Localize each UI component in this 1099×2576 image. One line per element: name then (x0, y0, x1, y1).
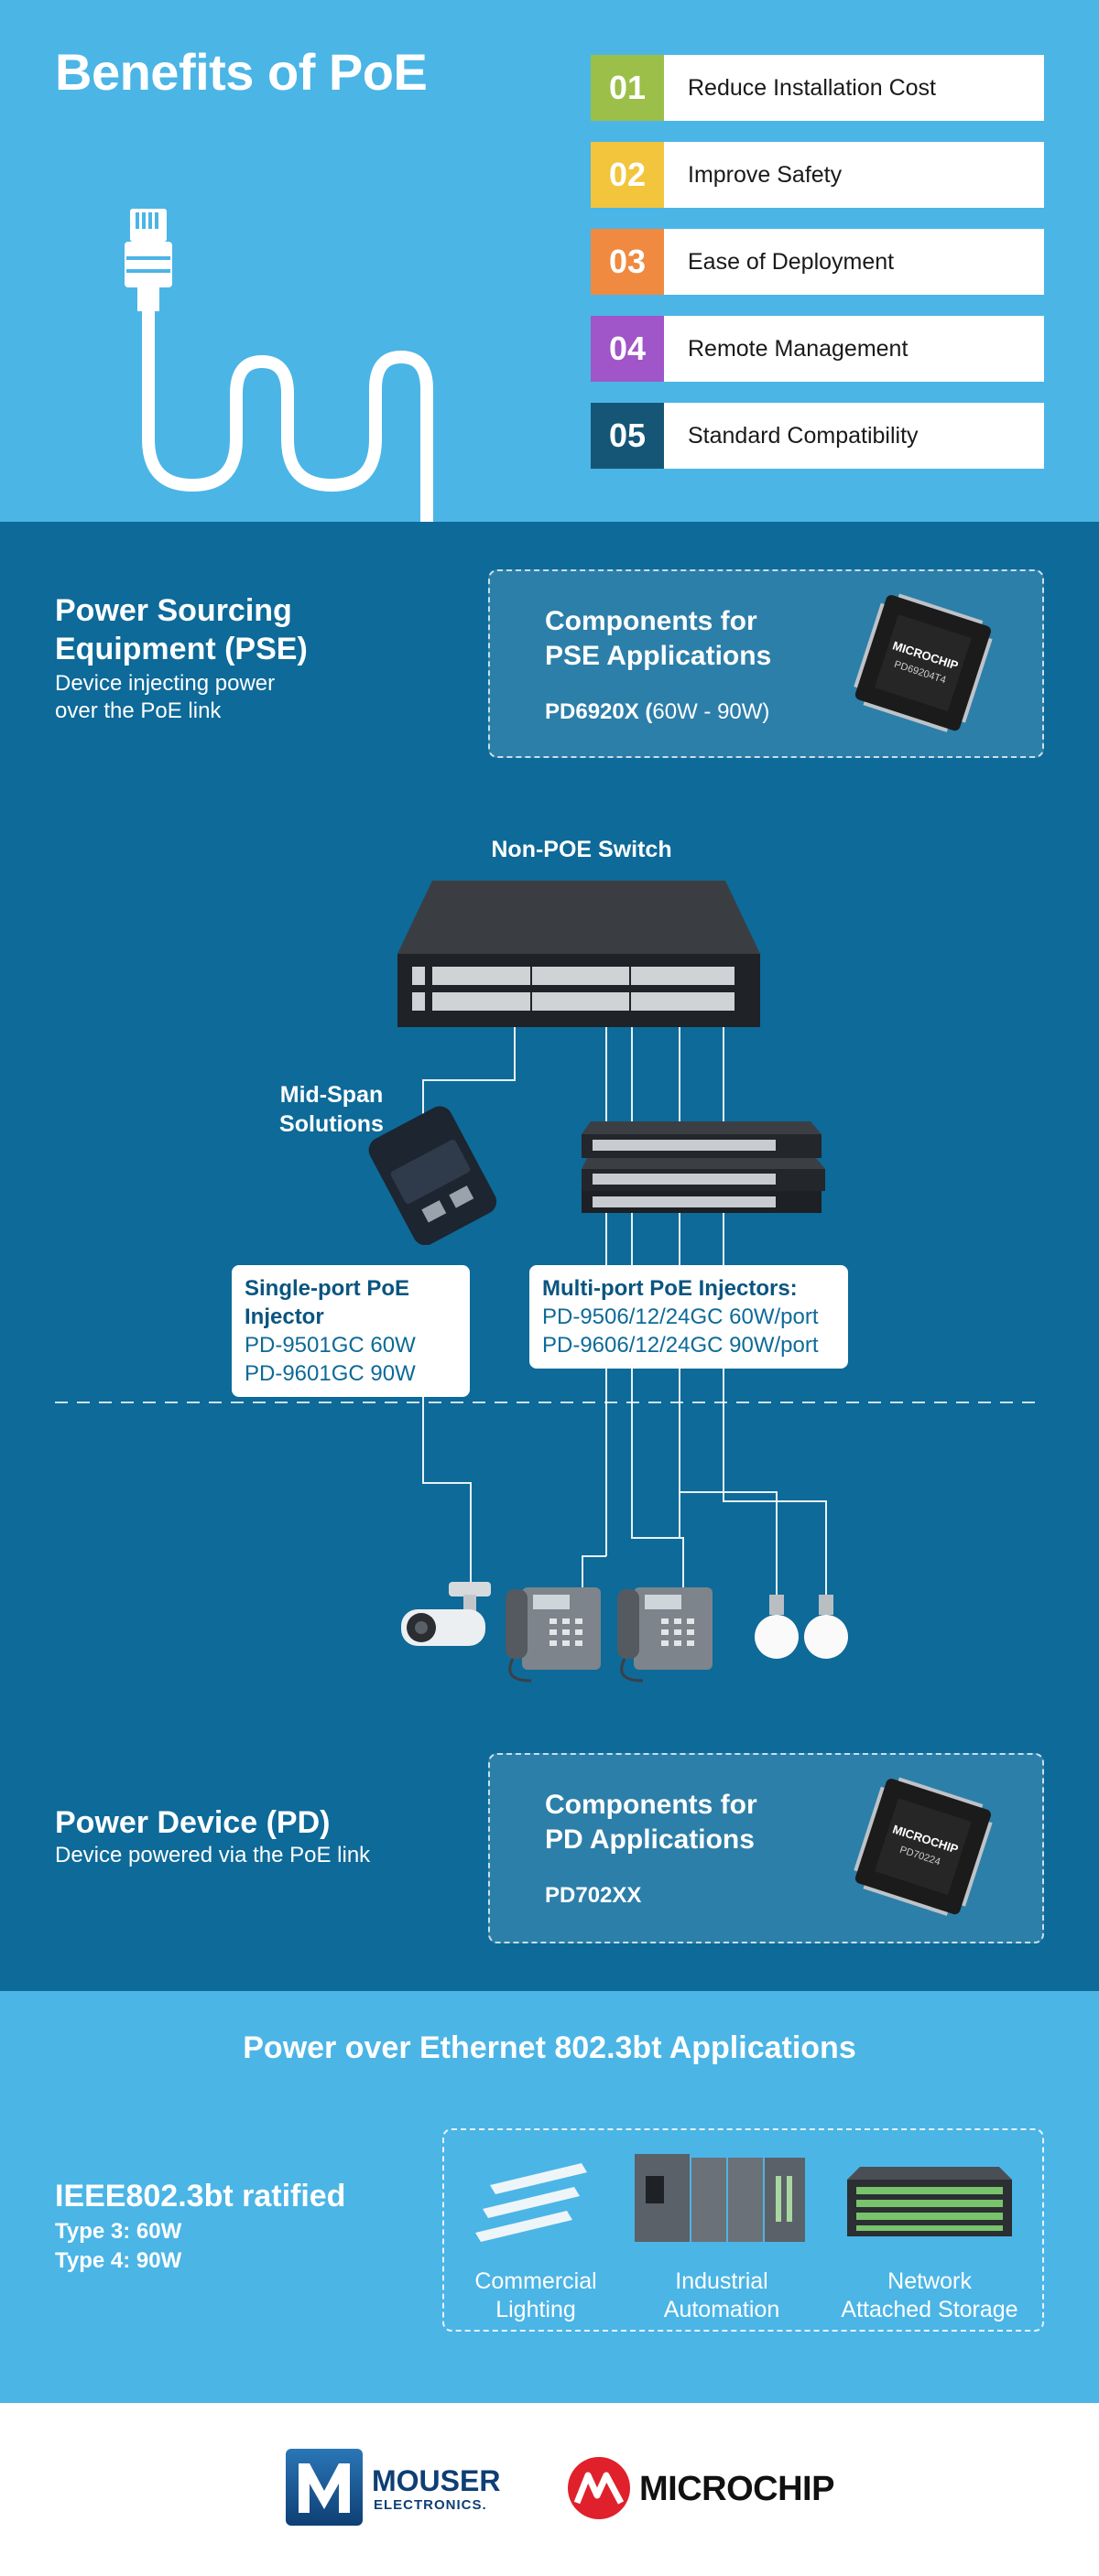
pse-components-box: Components for PSE Applications PD6920X … (488, 569, 1044, 758)
pse-title-line1: Power Sourcing (55, 593, 292, 628)
ieee-type4: Type 4: 90W (55, 2248, 182, 2273)
footer (0, 2403, 1099, 2576)
single-port-model-1: PD-9501GC 60W (245, 1333, 416, 1358)
single-port-model-2: PD-9601GC 90W (245, 1361, 416, 1386)
single-port-injector-image (368, 1106, 497, 1245)
midspan-label: Mid-Span Solutions (240, 1080, 423, 1139)
benefit-label: Standard Compatibility (664, 403, 1044, 469)
mouser-logo-icon (286, 2449, 363, 2526)
multi-port-title: Multi-port PoE Injectors: (542, 1276, 798, 1301)
benefit-item: 05 Standard Compatibility (591, 403, 1044, 469)
industrial-automation-icon (635, 2154, 805, 2242)
pse-part-range: 60W - 90W) (652, 699, 770, 724)
mouser-subtitle: ELECTRONICS. (374, 2497, 487, 2513)
applications-title: Power over Ethernet 802.3bt Applications (243, 2030, 856, 2065)
benefit-number: 01 (591, 55, 664, 121)
pse-components-line2: PSE Applications (545, 641, 772, 671)
page-title: Benefits of PoE (55, 43, 428, 101)
network-storage-icon (847, 2167, 1012, 2236)
midspan-line1: Mid-Span (279, 1082, 384, 1108)
benefit-label: Improve Safety (664, 142, 1044, 208)
pse-desc-line2: over the PoE link (55, 698, 222, 723)
pse-desc-line1: Device injecting power (55, 671, 276, 696)
benefit-label: Remote Management (664, 316, 1044, 382)
benefit-number: 02 (591, 142, 664, 208)
benefit-label: Ease of Deployment (664, 229, 1044, 295)
non-poe-switch-image (397, 881, 760, 1027)
ip-phone-icon (506, 1587, 601, 1683)
multi-port-injector-image (582, 1121, 825, 1213)
ip-camera-icon (401, 1582, 491, 1646)
microchip-wordmark: MICROCHIP (639, 2470, 834, 2508)
benefit-number: 05 (591, 403, 664, 469)
benefit-number: 04 (591, 316, 664, 382)
benefit-number: 03 (591, 229, 664, 295)
pd-desc: Device powered via the PoE link (55, 1843, 371, 1867)
led-bulb-icon (804, 1595, 848, 1659)
pd-part-number: PD702XX (545, 1883, 642, 1908)
benefit-item: 04 Remote Management (591, 316, 1044, 382)
pse-heading: Power Sourcing Equipment (PSE) Device in… (55, 591, 308, 725)
pd-chip-icon: MICROCHIP PD70224 (854, 1777, 993, 1916)
pse-chip-icon: MICROCHIP PD69204T4 (854, 593, 993, 732)
led-bulb-icon (755, 1595, 799, 1659)
benefit-item: 02 Improve Safety (591, 142, 1044, 208)
pse-title-line2: Equipment (PSE) (55, 632, 308, 666)
benefit-label: Reduce Installation Cost (664, 55, 1044, 121)
pd-heading: Power Device (PD) Device powered via the… (55, 1803, 370, 1869)
multi-port-model-2: PD-9606/12/24GC 90W/port (542, 1333, 819, 1358)
multi-port-model-1: PD-9506/12/24GC 60W/port (542, 1304, 819, 1329)
switch-label: Non-POE Switch (491, 837, 672, 862)
ieee-type3: Type 3: 60W (55, 2219, 182, 2244)
pse-components-line1: Components for (545, 606, 757, 636)
multi-port-injector-card: Multi-port PoE Injectors: PD-9506/12/24G… (529, 1265, 848, 1369)
midspan-line2: Solutions (279, 1111, 384, 1137)
pd-components-box: Components for PD Applications PD702XX M… (488, 1753, 1044, 1943)
benefit-item: 03 Ease of Deployment (591, 229, 1044, 295)
single-port-injector-card: Single-port PoE Injector PD-9501GC 60W P… (232, 1265, 470, 1397)
benefit-item: 01 Reduce Installation Cost (591, 55, 1044, 121)
pd-components-line1: Components for (545, 1790, 757, 1820)
pse-part-number: PD6920X ( (545, 699, 653, 724)
pd-components-line2: PD Applications (545, 1824, 755, 1855)
ethernet-cable-icon (125, 209, 433, 526)
ip-phone-icon (617, 1587, 713, 1683)
mouser-wordmark: MOUSER (372, 2464, 501, 2497)
commercial-lighting-icon (475, 2163, 587, 2242)
microchip-logo-icon (568, 2457, 630, 2519)
ieee-title: IEEE802.3bt ratified (55, 2179, 346, 2213)
poe-diagram-section (0, 522, 1099, 1991)
end-devices-image (401, 1582, 848, 1683)
pse-part: PD6920X (60W - 90W) (545, 699, 769, 725)
single-port-title: Single-port PoE Injector (245, 1276, 409, 1329)
pd-title: Power Device (PD) (55, 1805, 331, 1840)
